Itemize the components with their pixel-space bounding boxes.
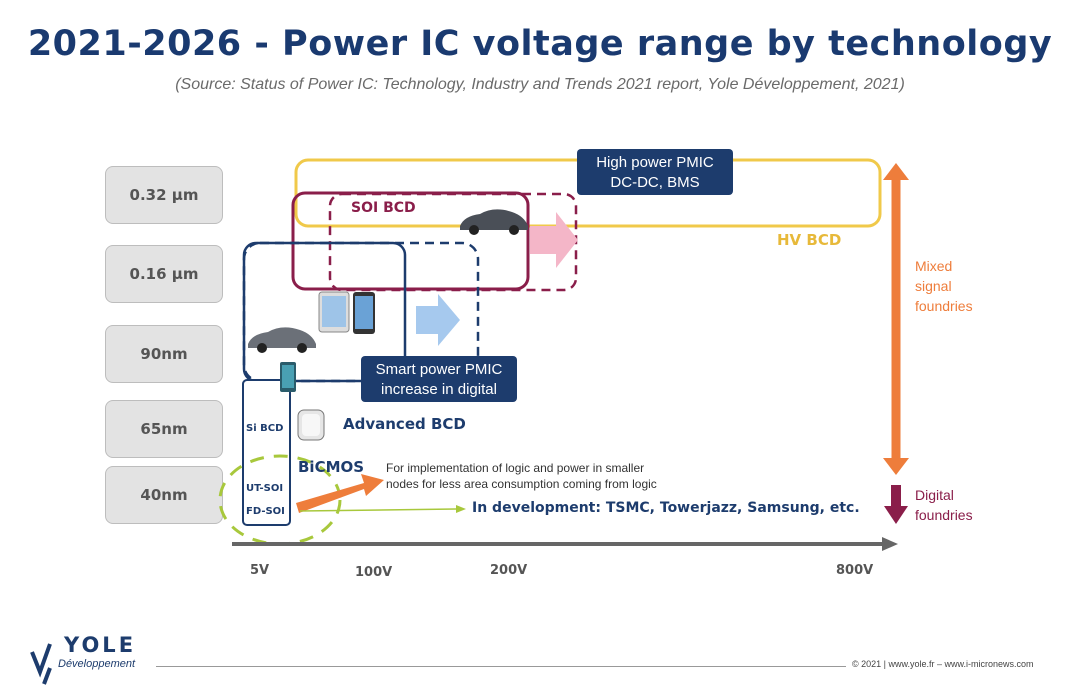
bicmos-arrow	[296, 474, 384, 513]
mixed-signal-arrowhead-bottom	[883, 458, 909, 475]
digital-arrow-shaft	[891, 485, 901, 508]
smart-power-region	[242, 241, 407, 383]
voltage-tick-100v: 100V	[355, 565, 393, 580]
hv-bcd-label: HV BCD	[777, 231, 842, 249]
lightblue-arrow	[416, 294, 460, 346]
car-icon	[248, 327, 316, 353]
phone-icon	[353, 292, 375, 334]
si-bcd-label: Si BCD	[246, 423, 284, 434]
soi-bcd-label: SOI BCD	[351, 200, 416, 216]
high-power-pmic-label: High power PMIC DC-DC, BMS	[577, 149, 733, 195]
tablet-icon	[318, 291, 350, 333]
voltage-axis-arrowhead	[882, 537, 898, 551]
phone-icon	[280, 362, 296, 392]
digital-arrowhead	[884, 506, 908, 524]
node-box-016um: 0.16 µm	[105, 245, 223, 303]
page-subtitle: (Source: Status of Power IC: Technology,…	[175, 76, 905, 93]
smart-power-pmic-label: Smart power PMIC increase in digital	[361, 356, 517, 402]
development-arrow-line	[299, 508, 457, 512]
yole-logo-text: YOLE	[64, 633, 137, 657]
voltage-tick-200v: 200V	[490, 563, 528, 578]
voltage-tick-800v: 800V	[836, 563, 874, 578]
mixed-signal-foundries-label: Mixed signal foundries	[915, 258, 973, 314]
node-box-65nm: 65nm	[105, 400, 223, 458]
yole-logo-icon	[30, 643, 52, 685]
node-box-40nm: 40nm	[105, 466, 223, 524]
advanced-bcd-label: Advanced BCD	[343, 415, 466, 433]
digital-foundries-label: Digital foundries	[915, 487, 973, 523]
fd-soi-label: FD-SOI	[246, 506, 285, 517]
watch-icon	[297, 409, 325, 441]
voltage-tick-5v: 5V	[250, 563, 270, 578]
footer-copyright: © 2021 | www.yole.fr – www.i-micronews.c…	[852, 659, 1034, 669]
mixed-signal-arrowhead-top	[883, 163, 909, 180]
node-box-90nm: 90nm	[105, 325, 223, 383]
car-icon	[460, 209, 528, 235]
pink-arrow	[530, 212, 578, 268]
development-arrowhead	[456, 505, 466, 513]
footer-divider	[156, 666, 846, 667]
bicmos-note: For implementation of logic and power in…	[386, 461, 657, 491]
bicmos-label: BiCMOS	[298, 458, 365, 476]
soi-bcd-region	[291, 191, 530, 291]
node-box-032um: 0.32 µm	[105, 166, 223, 224]
page-title: 2021-2026 - Power IC voltage range by te…	[27, 24, 1053, 64]
yole-logo-subtext: Développement	[58, 658, 136, 670]
in-development-label: In development: TSMC, Towerjazz, Samsung…	[472, 500, 860, 516]
si-soi-column	[242, 379, 291, 526]
ut-soi-label: UT-SOI	[246, 483, 284, 494]
